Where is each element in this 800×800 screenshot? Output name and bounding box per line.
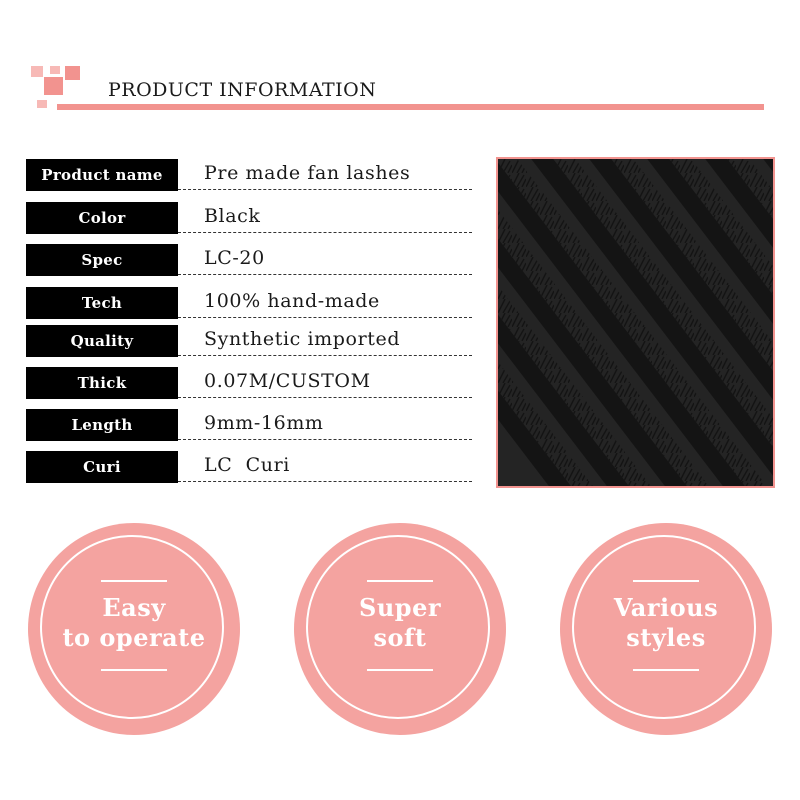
lash-strip (498, 159, 773, 486)
row-divider (178, 355, 472, 356)
page-title: PRODUCT INFORMATION (108, 79, 377, 101)
row-divider (178, 274, 472, 275)
lash-strip (763, 159, 773, 172)
spec-label: Tech (26, 287, 178, 319)
spec-row: Color Black (26, 202, 472, 235)
spec-row: Length 9mm-16mm (26, 409, 472, 442)
spec-value: 9mm-16mm (204, 412, 324, 434)
spec-value: LC Curi (204, 454, 290, 476)
spec-value: 0.07M/CUSTOM (204, 370, 371, 392)
feature-circle-ring (572, 535, 756, 719)
decor-square (44, 77, 63, 95)
feature-line-top (101, 580, 167, 582)
feature-line-top (633, 580, 699, 582)
decor-square (50, 66, 60, 74)
product-photo (496, 157, 775, 488)
feature-line2: soft (373, 623, 427, 652)
decor-square (31, 66, 43, 77)
spec-value: LC-20 (204, 247, 265, 269)
feature-line2: styles (626, 623, 706, 652)
feature-line-bottom (101, 669, 167, 671)
row-divider (178, 439, 472, 440)
decor-square (37, 100, 47, 108)
spec-value: Black (204, 205, 261, 227)
spec-label: Length (26, 409, 178, 441)
spec-label: Quality (26, 325, 178, 357)
feature-text: Easy to operate (28, 593, 240, 653)
feature-line2: to operate (62, 623, 206, 652)
spec-row: Product name Pre made fan lashes (26, 159, 472, 192)
spec-label: Thick (26, 367, 178, 399)
feature-circle: Super soft (294, 523, 506, 735)
feature-circle: Easy to operate (28, 523, 240, 735)
row-divider (178, 189, 472, 190)
spec-value: 100% hand-made (204, 290, 380, 312)
feature-line1: Super (359, 593, 441, 622)
lash-strip (589, 159, 773, 400)
spec-row: Curi LC Curi (26, 451, 472, 484)
lash-strip (705, 159, 773, 248)
feature-text: Various styles (560, 593, 772, 653)
row-divider (178, 232, 472, 233)
spec-label: Color (26, 202, 178, 234)
lash-strip (531, 159, 773, 476)
feature-line-top (367, 580, 433, 582)
feature-line1: Easy (102, 593, 166, 622)
row-divider (178, 317, 472, 318)
spec-row: Thick 0.07M/CUSTOM (26, 367, 472, 400)
feature-circle-ring (306, 535, 490, 719)
feature-circle: Various styles (560, 523, 772, 735)
row-divider (178, 397, 472, 398)
spec-row: Spec LC-20 (26, 244, 472, 277)
feature-line-bottom (367, 669, 433, 671)
row-divider (178, 481, 472, 482)
spec-value: Synthetic imported (204, 328, 401, 350)
feature-line1: Various (613, 593, 719, 622)
feature-line-bottom (633, 669, 699, 671)
spec-row: Quality Synthetic imported (26, 325, 472, 358)
spec-label: Spec (26, 244, 178, 276)
header-divider (57, 104, 764, 110)
feature-circle-ring (40, 535, 224, 719)
spec-label: Curi (26, 451, 178, 483)
feature-text: Super soft (294, 593, 506, 653)
spec-row: Tech 100% hand-made (26, 287, 472, 320)
lash-strips-image (498, 159, 773, 486)
decor-square (65, 66, 80, 80)
spec-label: Product name (26, 159, 178, 191)
spec-value: Pre made fan lashes (204, 162, 411, 184)
